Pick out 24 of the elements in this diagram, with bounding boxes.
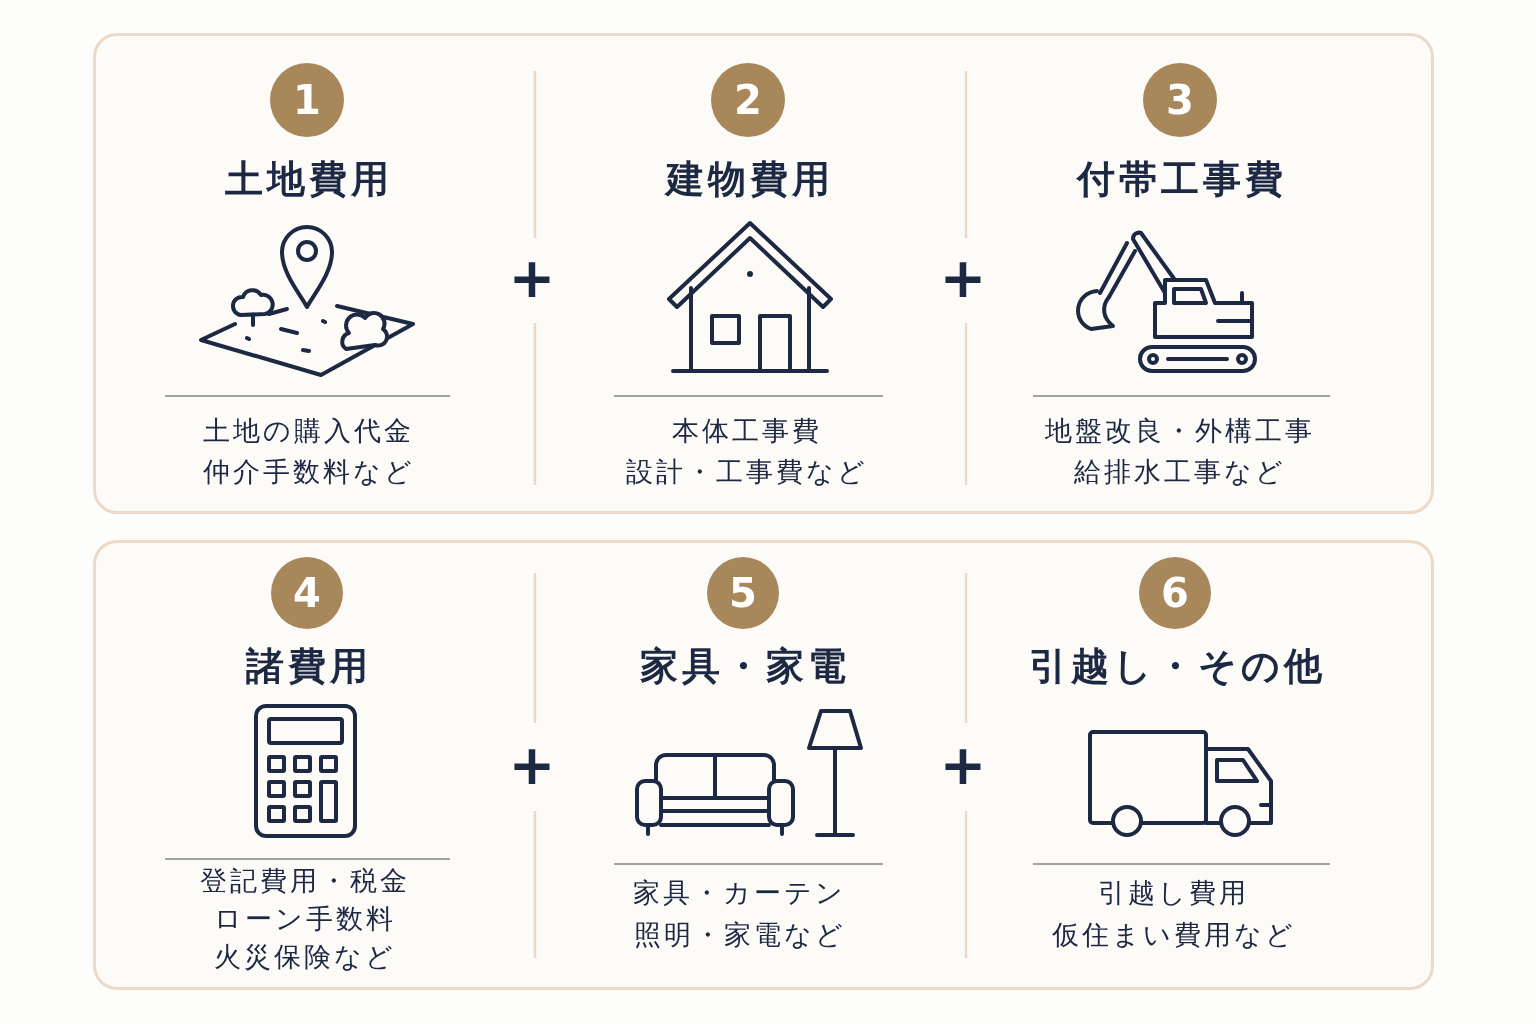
description: 引越し費用仮住まい費用など bbox=[1050, 876, 1296, 952]
description: 家具・カーテン照明・家電など bbox=[632, 876, 846, 952]
panel bbox=[93, 33, 1434, 514]
number-badge: 6 bbox=[1139, 557, 1211, 629]
heading: 家具・家電 bbox=[639, 643, 850, 690]
plus-sign: + bbox=[939, 735, 987, 795]
heading: 土地費用 bbox=[224, 156, 393, 203]
number-badge: 3 bbox=[1143, 63, 1217, 137]
number-badge: 2 bbox=[711, 63, 785, 137]
panel bbox=[93, 540, 1434, 990]
description: 本体工事費設計・工事費など bbox=[624, 413, 868, 489]
description: 土地の購入代金仲介手数料など bbox=[201, 413, 415, 489]
plus-sign: + bbox=[508, 248, 556, 308]
description: 登記費用・税金ローン手数料火災保険など bbox=[198, 864, 410, 974]
number-badge: 1 bbox=[270, 63, 344, 137]
heading: 付帯工事費 bbox=[1075, 156, 1287, 203]
description: 地盤改良・外構工事給排水工事など bbox=[1043, 413, 1315, 489]
heading: 引越し・その他 bbox=[1027, 643, 1326, 690]
number-badge: 4 bbox=[271, 557, 343, 629]
number-badge: 5 bbox=[707, 557, 779, 629]
heading: 諸費用 bbox=[244, 643, 372, 690]
plus-sign: + bbox=[939, 248, 987, 308]
heading: 建物費用 bbox=[663, 156, 834, 203]
plus-sign: + bbox=[508, 735, 556, 795]
